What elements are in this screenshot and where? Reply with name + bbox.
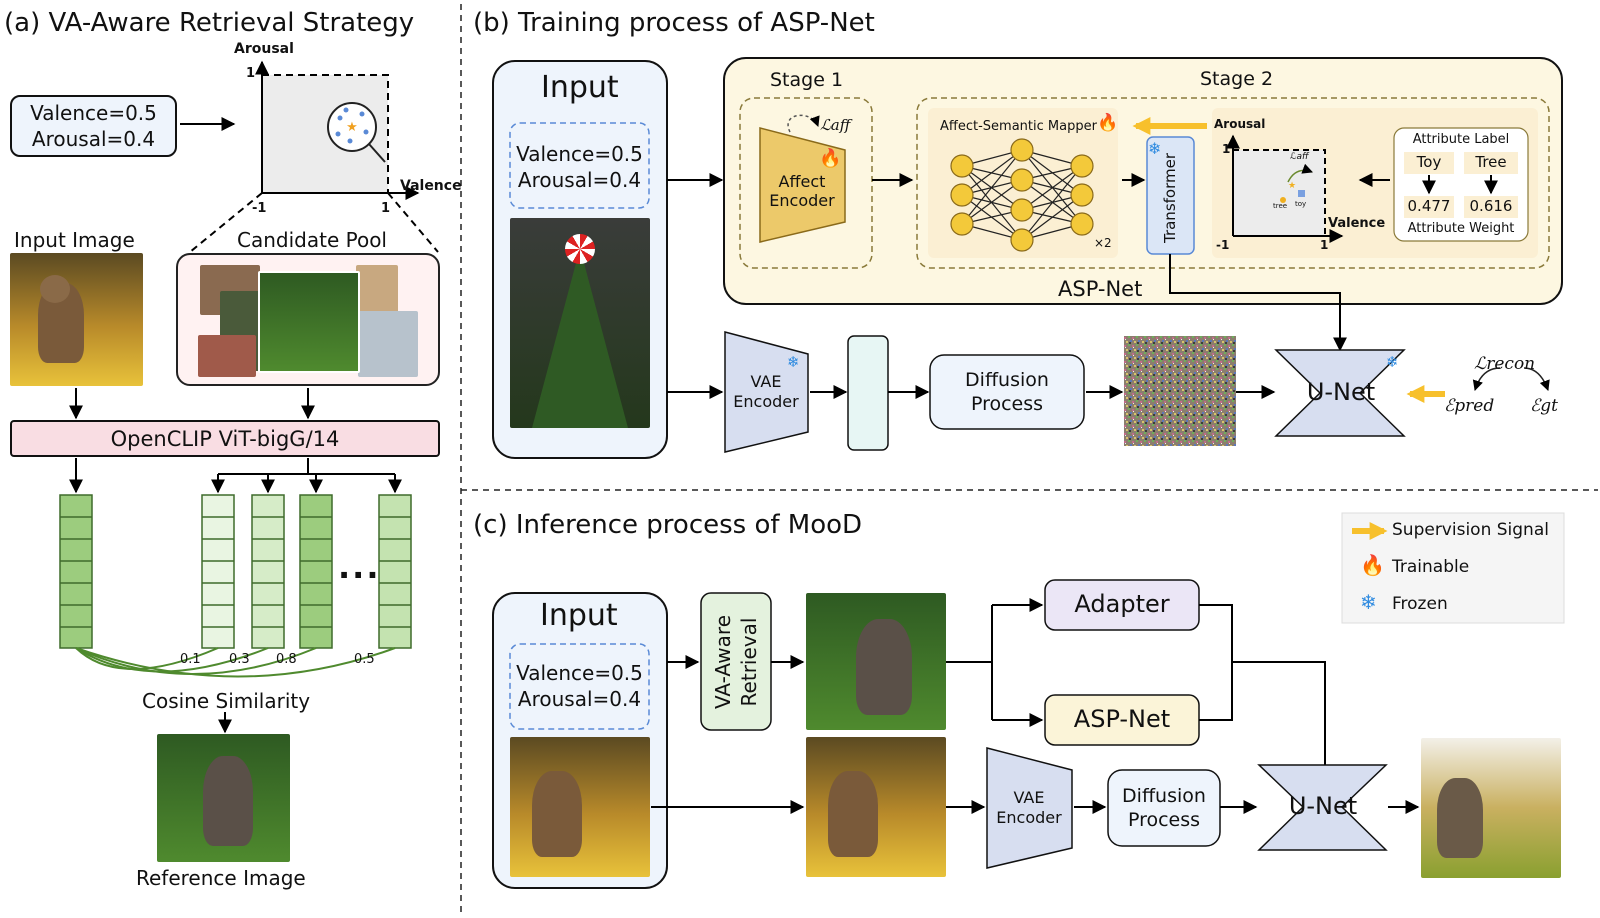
diffusion-label-c: Diffusion Process — [1122, 785, 1206, 831]
svg-text:★: ★ — [1288, 181, 1296, 191]
axis-arousal-a: Arousal — [234, 41, 294, 57]
input-title-b: Input — [541, 70, 619, 105]
unet-label-c: U-Net — [1288, 792, 1358, 820]
arousal-text-b: Arousal=0.4 — [517, 168, 642, 192]
query-embedding — [59, 494, 93, 649]
diffusion-label-b: Diffusion Process — [965, 369, 1049, 415]
score-4: 0.5 — [354, 652, 375, 667]
score-1: 0.1 — [180, 652, 201, 667]
input-image-c-copy — [806, 737, 946, 877]
mapper-net-nodes — [950, 138, 1094, 252]
vae-label-b: VAE Encoder — [733, 372, 799, 411]
latent-box — [847, 335, 889, 451]
attribute-weight-title: Attribute Weight — [1407, 221, 1515, 236]
stage1-label: Stage 1 — [770, 69, 844, 91]
svg-text:★: ★ — [346, 120, 358, 135]
tick-one-x-a: 1 — [381, 201, 391, 216]
mapper-label: Affect-Semantic Mapper — [940, 119, 1097, 134]
input-image-a — [10, 253, 143, 386]
flame-icon-legend: 🔥 — [1360, 553, 1385, 577]
vae-shape-b — [724, 331, 809, 453]
snowflake-icon-vae-b: ❄ — [787, 353, 800, 371]
unet-shape-c — [1257, 764, 1388, 851]
stage2-label: Stage 2 — [1200, 68, 1274, 90]
flame-icon-stage1: 🔥 — [819, 148, 842, 169]
diffusion-box-b — [929, 354, 1085, 430]
attribute-label-title: Attribute Label — [1412, 132, 1510, 147]
tick-neg-a: -1 — [252, 201, 267, 216]
candidate-pool-label: Candidate Pool — [237, 228, 387, 252]
vae-label-c: VAE Encoder — [996, 788, 1062, 827]
unet-shape-b — [1274, 349, 1406, 437]
tick-one-y-b: 1 — [1222, 142, 1231, 156]
noisy-latent — [1124, 336, 1236, 446]
christmas-tree-image — [510, 218, 650, 428]
legend-trainable: Trainable — [1392, 557, 1470, 577]
loss-aff-label: ℒaff — [820, 116, 851, 134]
unet-label-b: U-Net — [1306, 378, 1376, 406]
asp-net-label-b: ASP-Net — [1058, 277, 1143, 301]
mini-loss-label: ℒaff — [1290, 152, 1309, 162]
eps-pred-label: ℰpred — [1444, 396, 1495, 416]
mini-toy-label: toy — [1295, 200, 1307, 208]
arousal-text-a: Arousal=0.4 — [31, 127, 156, 151]
affect-encoder-shape — [759, 127, 846, 243]
snowflake-icon-legend: ❄ — [1360, 590, 1377, 614]
score-2: 0.3 — [229, 652, 250, 667]
reference-image-label: Reference Image — [136, 866, 306, 890]
tick-neg-b: -1 — [1216, 238, 1230, 252]
attr-toy: Toy — [1416, 153, 1442, 171]
transformer-label: Transformer — [1161, 152, 1179, 244]
times2-label: ×2 — [1094, 236, 1112, 250]
loss-recon-label: ℒrecon — [1474, 354, 1536, 374]
candidate-pool-box — [176, 253, 440, 386]
tick-one-x-b: 1 — [1320, 238, 1329, 252]
legend-supervision: Supervision Signal — [1392, 520, 1549, 540]
eps-gt-label: ℰgt — [1530, 396, 1559, 416]
panel-a-title: (a) VA-Aware Retrieval Strategy — [4, 8, 415, 38]
openclip-encoder: OpenCLIP ViT-bigG/14 — [10, 420, 440, 457]
va-values-b: Valence=0.5 Arousal=0.4 — [512, 141, 647, 193]
adapter-label: Adapter — [1074, 590, 1170, 618]
va-values-c: Valence=0.5 Arousal=0.4 — [512, 660, 647, 712]
ellipsis: ... — [338, 548, 381, 586]
asp-net-label-c: ASP-Net — [1073, 705, 1171, 733]
output-image — [1421, 738, 1561, 878]
axis-valence-b: Valence — [1328, 216, 1386, 231]
arousal-text-c: Arousal=0.4 — [517, 687, 642, 711]
input-image-label: Input Image — [14, 228, 135, 252]
score-3: 0.8 — [276, 652, 297, 667]
panel-b-title: (b) Training process of ASP-Net — [473, 8, 875, 38]
flame-icon-mapper: 🔥 — [1097, 113, 1119, 133]
axis-valence-a: Valence — [400, 178, 462, 194]
input-title-c: Input — [540, 598, 618, 633]
snowflake-icon-transformer: ❄ — [1148, 139, 1162, 158]
retrieved-image — [806, 593, 946, 730]
mini-tree-label: tree — [1273, 202, 1288, 210]
va-input-box-a: Valence=0.5 Arousal=0.4 — [10, 95, 177, 157]
cosine-similarity-label: Cosine Similarity — [142, 689, 311, 713]
affect-encoder-label: Affect Encoder — [769, 172, 835, 210]
input-image-c — [510, 737, 650, 877]
candidate-embeddings — [201, 494, 412, 649]
attr-weight-toy: 0.477 — [1407, 197, 1451, 215]
reference-image — [157, 734, 290, 862]
attr-weight-tree: 0.616 — [1469, 197, 1513, 215]
snowflake-icon-unet-b: ❄ — [1386, 353, 1399, 371]
valence-text-a: Valence=0.5 — [30, 101, 157, 125]
panel-c-title: (c) Inference process of MooD — [473, 510, 863, 540]
axis-arousal-b: Arousal — [1214, 117, 1266, 131]
tick-one-y-a: 1 — [246, 66, 256, 81]
va-retrieval-label: VA-Aware Retrieval — [711, 615, 761, 709]
vae-shape-c — [986, 747, 1073, 869]
valence-text-c: Valence=0.5 — [516, 661, 643, 685]
attr-tree: Tree — [1475, 153, 1507, 171]
legend-frozen: Frozen — [1392, 594, 1448, 614]
valence-text-b: Valence=0.5 — [516, 142, 643, 166]
